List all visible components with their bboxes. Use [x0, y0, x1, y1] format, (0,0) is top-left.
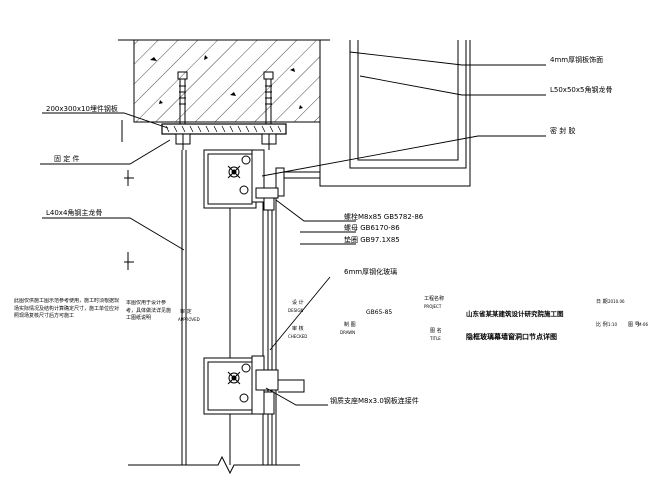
leader-lines	[40, 51, 546, 406]
draw-label: 制 图	[344, 321, 356, 328]
embed-plate-label: 200x300x10埋件钢板	[46, 104, 118, 113]
note-left: 此图仅供施工图示范参考使用，施工时须根据现场实际情况及结构计算确定尺寸，施工单位…	[14, 298, 120, 319]
glass-panel	[262, 196, 277, 465]
date-label: 日 期	[596, 299, 608, 305]
std-label: GB65-85	[366, 309, 392, 316]
company-name: 山东省某某建筑设计研究院施工图	[466, 309, 564, 318]
drawing-sub: TITLE	[429, 336, 441, 341]
draw-sub: DRAWN	[340, 330, 355, 335]
drawing-label: 图 名	[430, 327, 442, 334]
bolt-label: 固 定 件	[54, 154, 79, 163]
note-mid: 本图仅用于设计参考，具体做法详见施工图纸说明	[126, 300, 172, 321]
glass-label: 6mm厚钢化玻璃	[344, 267, 397, 276]
design-sub: DESIGN	[288, 308, 303, 313]
concrete-slab	[118, 39, 330, 123]
window-frame	[275, 40, 471, 197]
scale-value: 1:10	[608, 322, 617, 327]
design-label: 设 计	[292, 299, 304, 306]
check-label: 审 核	[292, 325, 304, 332]
date-value: 2010.06	[608, 299, 625, 304]
anchor-bolts	[177, 71, 274, 124]
sheet-label: 图 号	[628, 322, 640, 328]
sheet-value: M-06	[638, 322, 648, 327]
bracket-label: 钢质支座M8x3.0钢板连接件	[330, 396, 419, 405]
steel-plate-label: 4mm厚钢板饰面	[550, 55, 603, 64]
approve-label: 审 定	[180, 308, 192, 315]
check-sub: CHECKED	[288, 334, 307, 339]
title-block: 此图仅供施工图示范参考使用，施工时须根据现场实际情况及结构计算确定尺寸，施工单位…	[14, 295, 648, 341]
proj-sub: PROJECT	[424, 304, 442, 309]
dimension-ticks	[121, 120, 134, 270]
lower-bracket	[203, 355, 305, 415]
angle-40-label: L40x4角钢主龙骨	[46, 208, 102, 217]
washer-std-label: 垫圈 GB97.1X85	[344, 235, 400, 244]
approve-sub: APPROVED	[178, 317, 200, 322]
sealant-label: 密 封 胶	[550, 126, 575, 135]
proj-label: 工程名称	[424, 295, 444, 302]
callout-labels: 200x300x10埋件钢板 固 定 件 L40x4角钢主龙骨 4mm厚钢板饰面…	[46, 55, 612, 405]
scale-label: 比 例	[596, 321, 608, 328]
embed-plate	[161, 123, 287, 150]
bolt-std-label: 螺栓M8x85 GB5782-86	[344, 212, 424, 221]
angle-50-label: L50x50x5角钢龙骨	[550, 85, 612, 94]
drawing-title: 隐框玻璃幕墙窗洞口节点详图	[466, 332, 557, 341]
break-line	[128, 455, 300, 475]
upper-bracket	[203, 149, 279, 211]
nut-std-label: 螺母 GB6170-86	[344, 223, 400, 232]
